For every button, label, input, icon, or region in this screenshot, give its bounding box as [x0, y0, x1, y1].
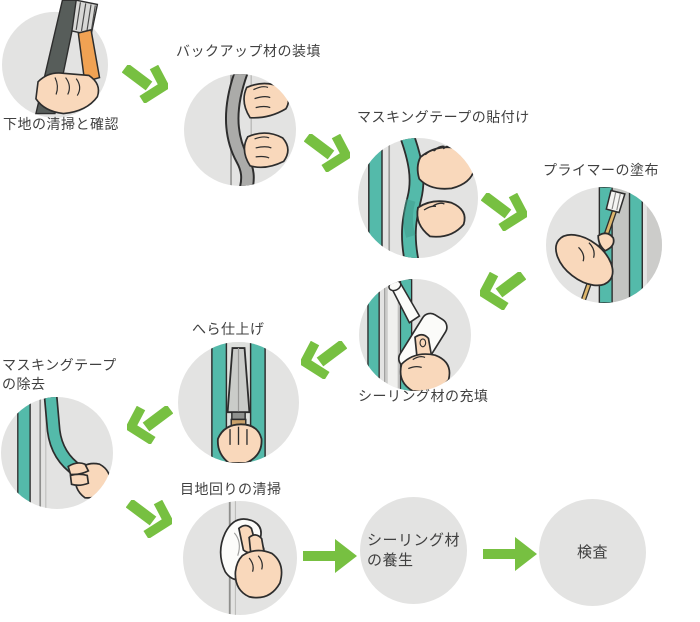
step-label-inspection: 検査: [576, 543, 608, 561]
step-label-substrate-cleaning: 下地の清掃と確認: [3, 116, 119, 132]
joint-wiping-illustration: [219, 501, 283, 615]
step-label-masking-tape-apply: マスキングテープの貼付け: [357, 109, 530, 125]
step-circle-inspection: 検査: [539, 499, 646, 606]
arrow-step1-to-step2: [122, 65, 168, 103]
arrow-step5-to-step6: [301, 341, 347, 379]
step-circle-joint-wiping: [183, 501, 297, 615]
arrow-step3-to-step4: [481, 193, 527, 231]
step-label-spatula-finish: へら仕上げ: [192, 321, 265, 337]
step-circle-spatula-finish: [178, 342, 299, 463]
arrow-step8-to-step9: [303, 539, 357, 573]
step-circle-sealant-curing: シーリング材 の養生: [360, 497, 467, 604]
step-circle-substrate-cleaning: [2, 0, 108, 118]
step-label-sealant-filling: シーリング材の充填: [358, 388, 489, 404]
step-circle-primer: [546, 187, 662, 303]
step-circle-sealant-filling: [359, 279, 471, 391]
step-label-tape-removal: マスキングテープ の除去: [2, 357, 117, 392]
backup-rod-illustration: [224, 74, 290, 186]
masking-tape-apply-illustration: [368, 138, 476, 258]
step-circle-tape-removal: [1, 397, 113, 509]
primer-brush-illustration: [555, 187, 662, 303]
step-label-sealant-curing: シーリング材 の養生: [366, 531, 460, 569]
arrow-step9-to-step10: [483, 537, 537, 571]
arrow-step7-to-step8: [126, 500, 172, 538]
step-label-joint-wiping: 目地回りの清掃: [180, 481, 282, 497]
spatula-finish-illustration: [211, 342, 266, 463]
step-circle-backup-rod: [184, 74, 296, 186]
sealant-cartridge-illustration: [367, 279, 451, 391]
step-label-backup-rod: バックアップ材の装填: [176, 43, 321, 59]
arrow-step2-to-step3: [304, 134, 350, 172]
step-label-primer: プライマーの塗布: [543, 162, 659, 178]
brush-cleaning-illustration: [35, 0, 101, 115]
arrow-step6-to-step7: [127, 406, 173, 444]
step-circle-masking-tape-apply: [358, 138, 478, 258]
arrow-step4-to-step5: [480, 272, 526, 310]
masking-tape-removal-illustration: [17, 397, 111, 509]
